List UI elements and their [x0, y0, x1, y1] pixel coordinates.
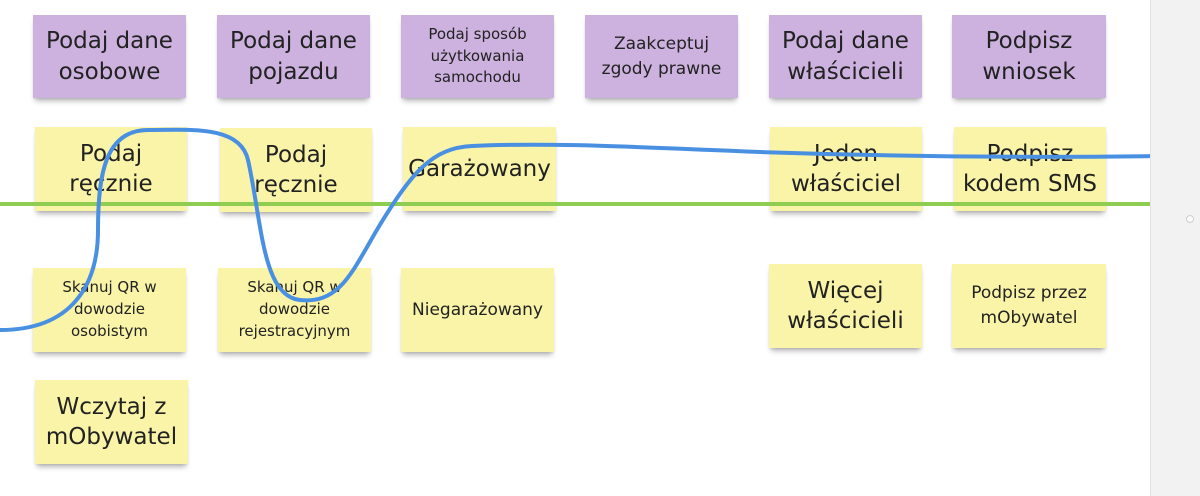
option-note-vehicle-manual[interactable]: Podaj ręcznie — [220, 128, 372, 212]
header-note-car-usage[interactable]: Podaj sposób użytkowania samochodu — [401, 15, 554, 98]
header-note-owners-data[interactable]: Podaj dane właścicieli — [769, 15, 922, 98]
option-note-personal-manual[interactable]: Podaj ręcznie — [35, 127, 187, 211]
option-note-multiple-owners[interactable]: Więcej właścicieli — [769, 264, 922, 348]
header-note-legal-consents[interactable]: Zaakceptuj zgody prawne — [585, 15, 738, 98]
option-note-personal-mobywatel[interactable]: Wczytaj z mObywatel — [35, 380, 188, 464]
option-note-personal-qr[interactable]: Skanuj QR w dowodzie osobistym — [33, 268, 186, 352]
scroll-indicator-dot[interactable] — [1186, 215, 1194, 223]
option-note-sign-mobywatel[interactable]: Podpisz przez mObywatel — [952, 264, 1106, 348]
vertical-scrollbar[interactable] — [1150, 0, 1200, 496]
header-note-sign-application[interactable]: Podpisz wniosek — [952, 15, 1106, 98]
option-note-garaged[interactable]: Garażowany — [403, 127, 556, 211]
header-note-personal-data[interactable]: Podaj dane osobowe — [33, 15, 186, 98]
header-note-vehicle-data[interactable]: Podaj dane pojazdu — [217, 15, 370, 98]
whiteboard-canvas[interactable]: Podaj dane osobowe Podaj ręcznie Skanuj … — [0, 0, 1150, 496]
option-note-not-garaged[interactable]: Niegarażowany — [401, 268, 554, 352]
option-note-vehicle-qr[interactable]: Skanuj QR w dowodzie rejestracyjnym — [218, 268, 371, 352]
option-note-single-owner[interactable]: Jeden właściciel — [770, 127, 922, 211]
option-note-sign-sms[interactable]: Podpisz kodem SMS — [954, 127, 1106, 211]
